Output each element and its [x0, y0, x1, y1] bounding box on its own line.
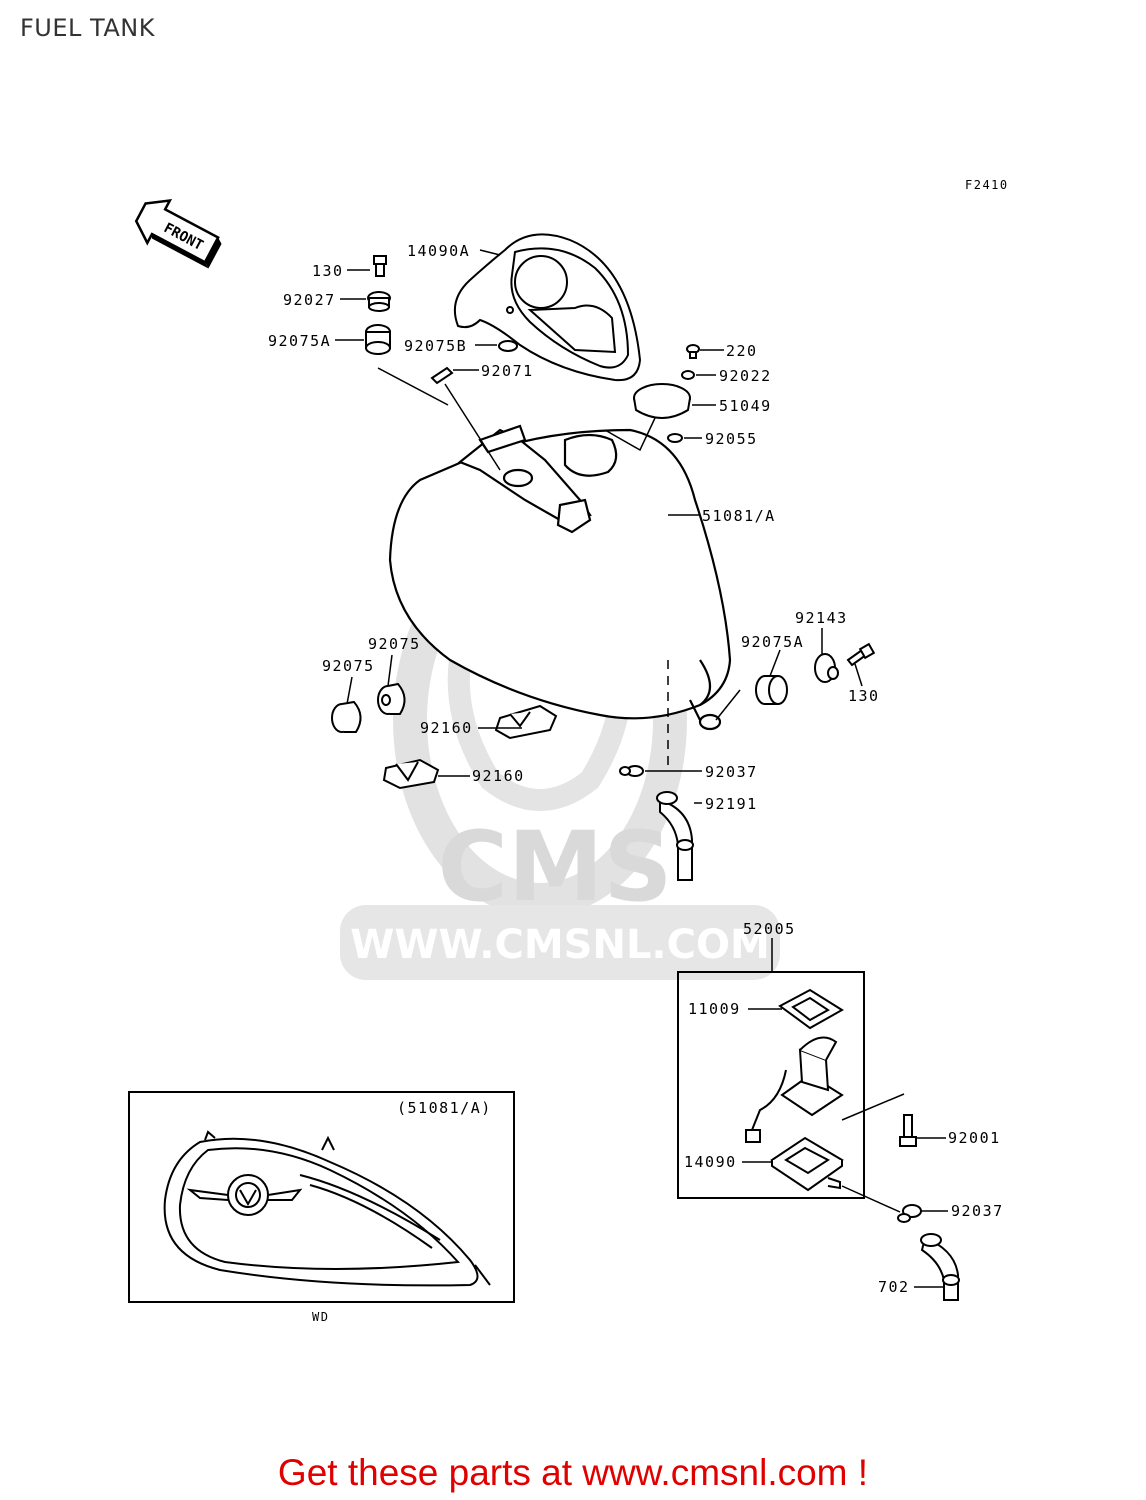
- fuel-gauge-sender: [745, 1036, 844, 1143]
- label-92143: 92143: [795, 609, 848, 627]
- label-92055: 92055: [705, 430, 758, 448]
- label-51049: 51049: [719, 397, 772, 415]
- collar-92027: [367, 291, 391, 312]
- label-92037-b: 92037: [951, 1202, 1004, 1220]
- label-92075A-top: 92075A: [268, 332, 331, 350]
- label-92160-a: 92160: [420, 719, 473, 737]
- label-702: 702: [878, 1278, 910, 1296]
- label-14090: 14090: [684, 1153, 737, 1171]
- hose-92191: [656, 791, 694, 881]
- label-92075A-right: 92075A: [741, 633, 804, 651]
- clamp-92160-a: [494, 704, 558, 740]
- page-title: FUEL TANK: [20, 14, 155, 42]
- label-130-right: 130: [848, 687, 880, 705]
- bolt-130-right: [846, 642, 876, 667]
- pin-92071: [430, 366, 454, 385]
- nut-92022: [681, 370, 695, 380]
- figure-code: F2410: [965, 178, 1009, 192]
- label-51081A: 51081/A: [702, 507, 776, 525]
- watermark-url: WWW.CMSNL.COM: [350, 922, 770, 968]
- label-220: 220: [726, 342, 758, 360]
- label-92027: 92027: [283, 291, 336, 309]
- label-92071: 92071: [481, 362, 534, 380]
- damper-92075A-top: [365, 324, 391, 355]
- bolt-130-top: [373, 255, 387, 277]
- clip-92037-bottom: [897, 1204, 922, 1223]
- part-labels: 130 92027 92075A 14090A 92075B 92071 220…: [268, 242, 1004, 1296]
- label-92160-b: 92160: [472, 767, 525, 785]
- footer-cta-link[interactable]: Get these parts at www.cmsnl.com !: [277, 1452, 869, 1493]
- label-92191: 92191: [705, 795, 758, 813]
- damper-92075-a: [331, 700, 362, 733]
- inset-caption: (51081/A): [397, 1099, 492, 1117]
- label-92075-a: 92075: [322, 657, 375, 675]
- screw-220: [686, 344, 700, 359]
- label-92001: 92001: [948, 1129, 1001, 1147]
- tank-cover: [454, 233, 642, 382]
- label-92075B: 92075B: [404, 337, 467, 355]
- gasket-11009: [778, 988, 844, 1030]
- screw-92001: [899, 1114, 917, 1147]
- inset-footnote: WD: [312, 1310, 329, 1324]
- label-14090A: 14090A: [407, 242, 470, 260]
- label-92022: 92022: [719, 367, 772, 385]
- watermark-brand: CMS: [437, 811, 672, 923]
- fuel-tank: [388, 424, 732, 731]
- clip-92037-top: [619, 765, 644, 777]
- oring-92055: [667, 433, 683, 443]
- damper-92075A-right: [755, 675, 788, 705]
- leader-lines: [335, 249, 948, 1288]
- washer-92075B: [498, 340, 518, 352]
- label-11009: 11009: [688, 1000, 741, 1018]
- front-arrow: FRONT: [134, 198, 222, 269]
- inset-box: [128, 1091, 515, 1303]
- holder-14090: [770, 1136, 844, 1192]
- clamp-92160-b: [382, 758, 440, 790]
- label-52005: 52005: [743, 920, 796, 938]
- label-92037-a: 92037: [705, 763, 758, 781]
- label-130-top: 130: [312, 262, 344, 280]
- watermark-url-pill: [340, 905, 780, 980]
- damper-92075-b: [377, 682, 406, 715]
- label-92075-b: 92075: [368, 635, 421, 653]
- cap-51049: [633, 383, 691, 419]
- inset-tank: [163, 1130, 491, 1287]
- washer-92143: [814, 653, 839, 683]
- assembly-box-52005: [677, 971, 865, 1199]
- hose-702: [920, 1233, 960, 1301]
